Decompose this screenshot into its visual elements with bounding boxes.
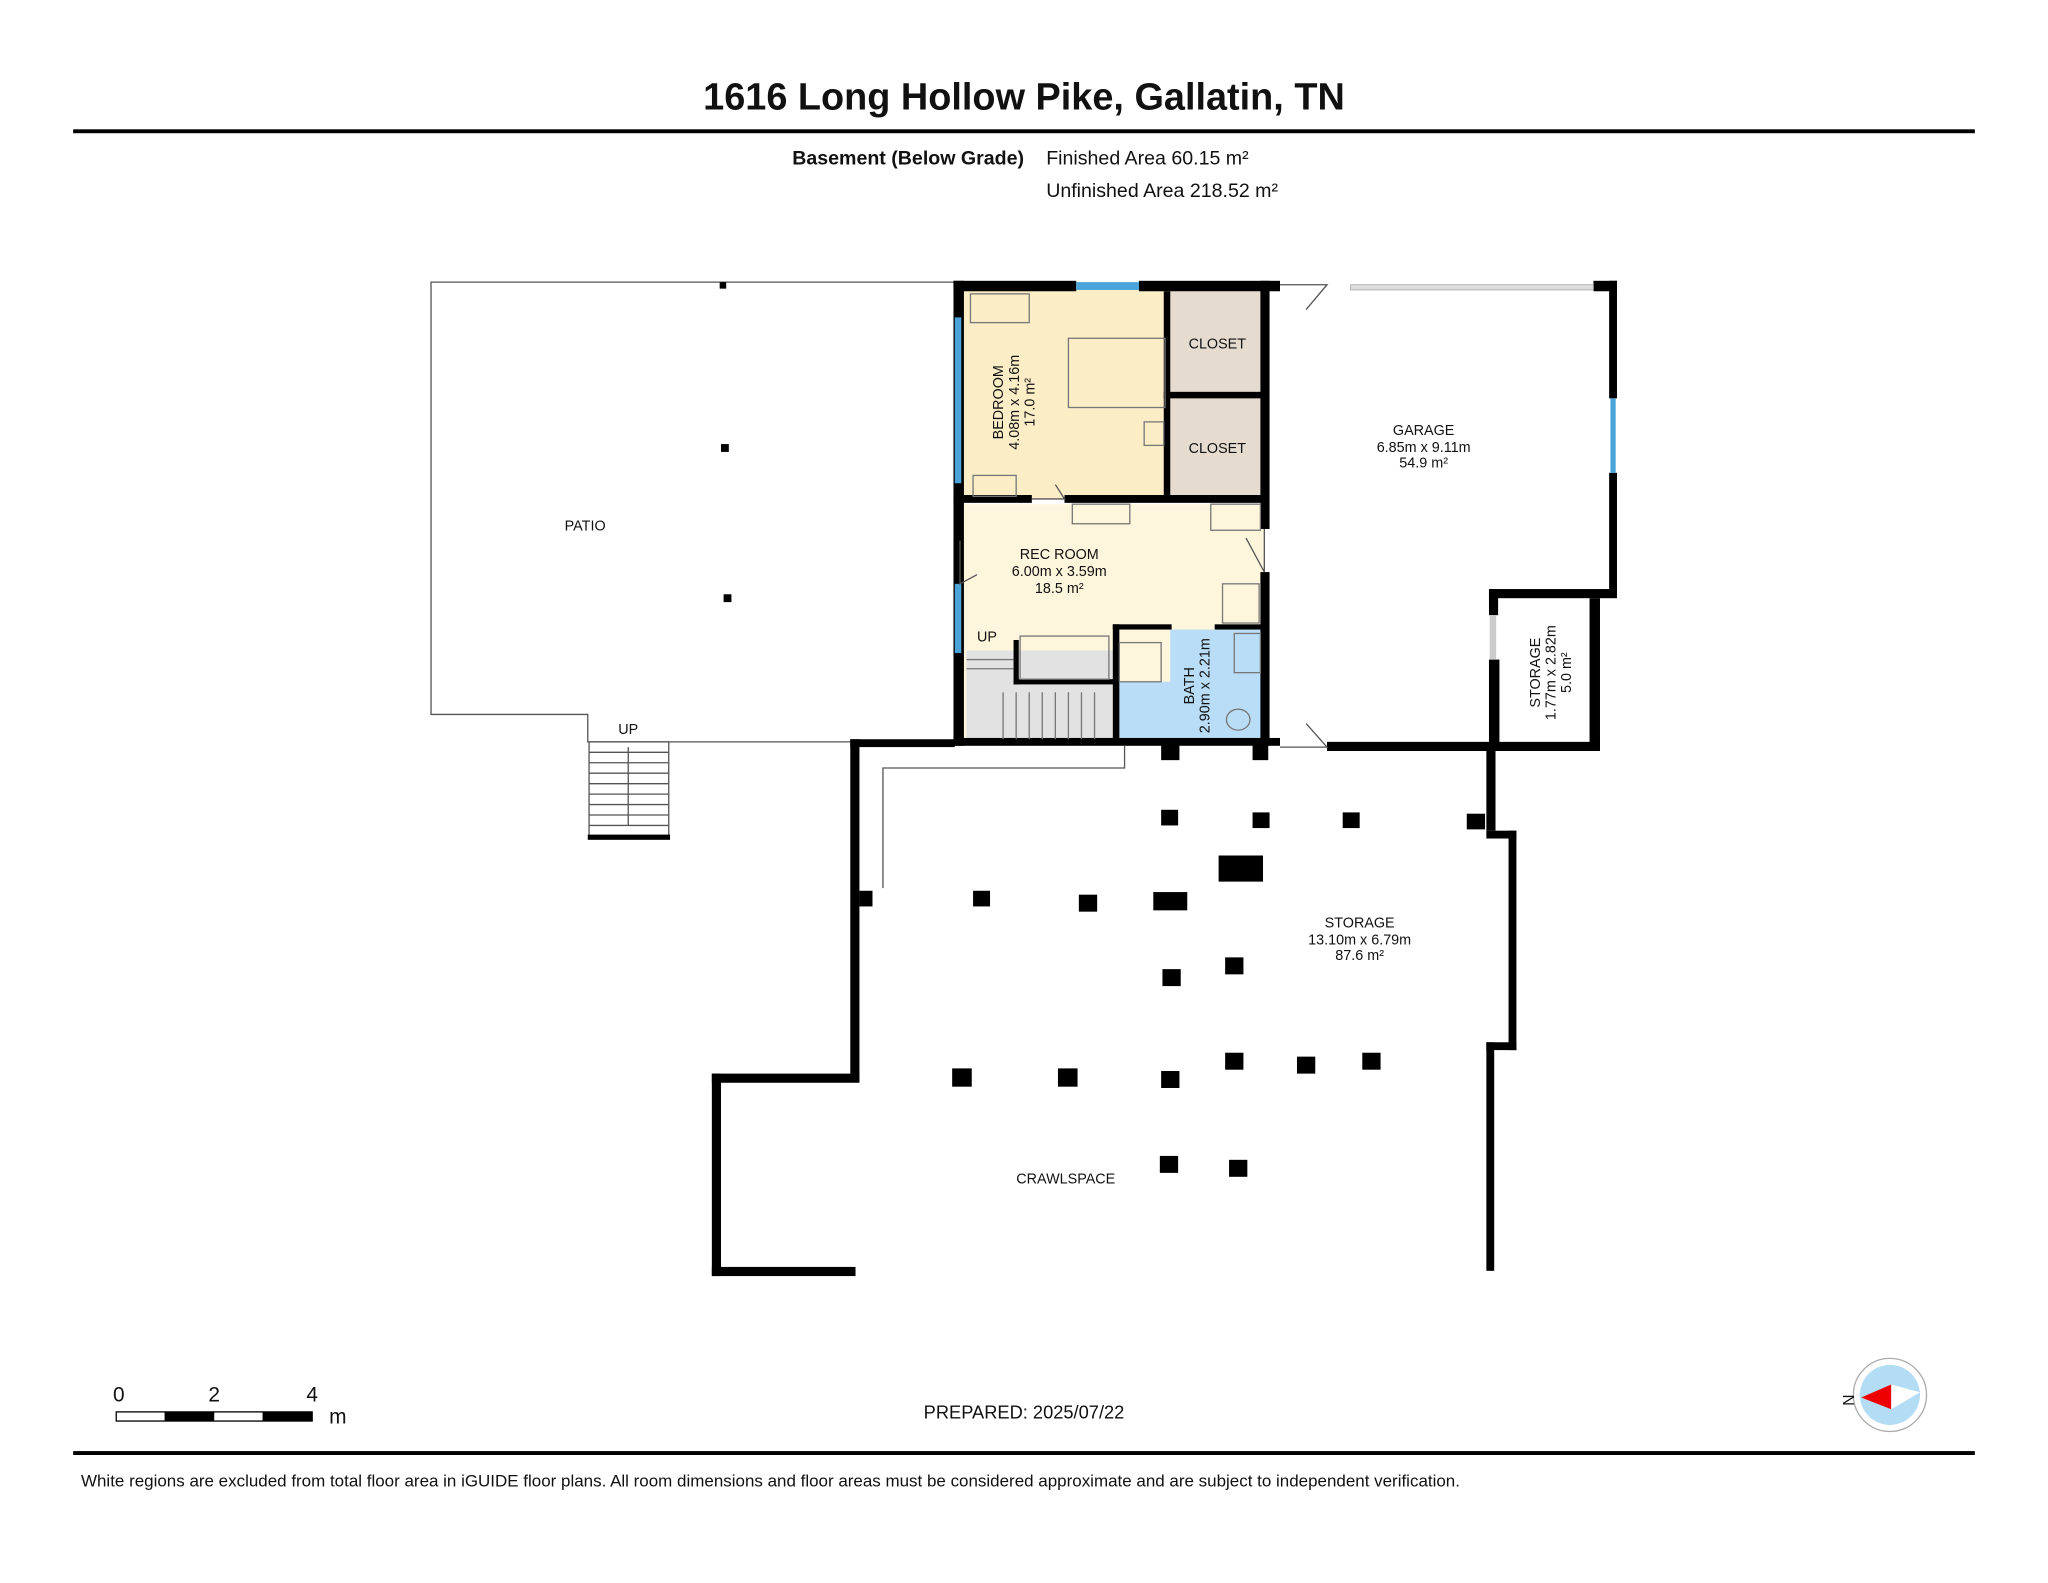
prepared-date: PREPARED: 2025/07/22 xyxy=(924,1401,1125,1422)
bath-label: BATH 2.90m x 2.21m xyxy=(1182,638,1214,733)
svg-text:BATH: BATH xyxy=(1182,667,1198,704)
svg-text:13.10m x 6.79m: 13.10m x 6.79m xyxy=(1308,932,1411,948)
patio-label: PATIO xyxy=(565,518,606,534)
windows xyxy=(954,282,1616,654)
garage-door[interactable] xyxy=(1350,284,1594,291)
svg-text:STORAGE: STORAGE xyxy=(1528,638,1544,708)
desk xyxy=(969,293,1030,324)
patio: PATIO UP xyxy=(430,281,954,840)
sink xyxy=(1233,632,1262,674)
garage-label: GARAGE 6.85m x 9.11m 54.9 m² xyxy=(1377,423,1471,472)
cabinet xyxy=(1210,503,1262,531)
compass-icon: N xyxy=(1839,1357,1928,1433)
closet-upper-label: CLOSET xyxy=(1189,337,1247,353)
storage-large-label: STORAGE 13.10m x 6.79m 87.6 m² xyxy=(1308,915,1411,964)
svg-text:54.9 m²: 54.9 m² xyxy=(1399,456,1448,472)
svg-text:STORAGE: STORAGE xyxy=(1325,915,1395,931)
table xyxy=(1118,641,1162,683)
crawlspace-label: CRAWLSPACE xyxy=(1016,1171,1115,1187)
svg-text:2.90m x 2.21m: 2.90m x 2.21m xyxy=(1197,638,1213,733)
nightstand xyxy=(1143,421,1165,447)
svg-text:87.6 m²: 87.6 m² xyxy=(1335,948,1384,964)
svg-text:6.85m x 9.11m: 6.85m x 9.11m xyxy=(1377,440,1471,456)
disclaimer: White regions are excluded from total fl… xyxy=(81,1471,1460,1490)
sofa xyxy=(1019,635,1110,680)
toilet xyxy=(1225,708,1251,731)
rec-room-label: REC ROOM 6.00m x 3.59m 18.5 m² xyxy=(1012,547,1107,597)
closet-lower xyxy=(1170,398,1264,499)
footer-rule xyxy=(73,1451,1975,1456)
storage-small-label: STORAGE 1.77m x 2.82m 5.0 m² xyxy=(1528,625,1575,720)
shelf xyxy=(1071,503,1131,525)
scale-bar: 0 2 4 m xyxy=(113,1383,346,1428)
walls xyxy=(953,280,1617,761)
header-rule xyxy=(73,129,1975,134)
support-posts xyxy=(859,809,1486,1177)
bedroom xyxy=(960,288,1169,499)
page-title: 1616 Long Hollow Pike, Gallatin, TN xyxy=(703,77,1345,119)
svg-text:17.0 m²: 17.0 m² xyxy=(1022,378,1038,427)
dresser xyxy=(972,474,1017,497)
rec-room-up-label: UP xyxy=(977,629,997,645)
svg-text:4: 4 xyxy=(306,1383,318,1406)
svg-text:2: 2 xyxy=(208,1383,220,1406)
patio-up-label: UP xyxy=(618,722,638,738)
lower-walls xyxy=(711,739,1517,1277)
rec-stairs-lines xyxy=(966,658,1096,740)
chair xyxy=(1221,583,1260,624)
svg-text:5.0 m²: 5.0 m² xyxy=(1559,652,1575,693)
svg-text:GARAGE: GARAGE xyxy=(1393,423,1454,439)
doors[interactable] xyxy=(959,284,1497,748)
level-label: Basement (Below Grade) xyxy=(792,148,1024,170)
closet-lower-label: CLOSET xyxy=(1189,441,1247,457)
svg-text:18.5 m²: 18.5 m² xyxy=(1035,581,1084,597)
svg-text:4.08m x 4.16m: 4.08m x 4.16m xyxy=(1007,355,1023,450)
patio-stairs[interactable] xyxy=(588,741,670,837)
unfinished-area: Unfinished Area 218.52 m² xyxy=(1046,180,1278,202)
svg-text:N: N xyxy=(1839,1394,1856,1405)
bed xyxy=(1067,337,1166,409)
svg-text:0: 0 xyxy=(113,1383,125,1406)
furniture xyxy=(966,293,1262,740)
closet-upper xyxy=(1170,291,1264,394)
finished-area: Finished Area 60.15 m² xyxy=(1046,148,1249,170)
stairs-area[interactable] xyxy=(966,650,1115,740)
svg-text:m: m xyxy=(329,1406,346,1429)
bedroom-label: BEDROOM 4.08m x 4.16m 17.0 m² xyxy=(991,355,1038,450)
svg-text:REC ROOM: REC ROOM xyxy=(1020,547,1099,563)
inner-step xyxy=(882,745,1126,889)
svg-text:6.00m x 3.59m: 6.00m x 3.59m xyxy=(1012,564,1107,580)
svg-text:BEDROOM: BEDROOM xyxy=(991,365,1007,439)
svg-text:1.77m x 2.82m: 1.77m x 2.82m xyxy=(1544,625,1560,720)
